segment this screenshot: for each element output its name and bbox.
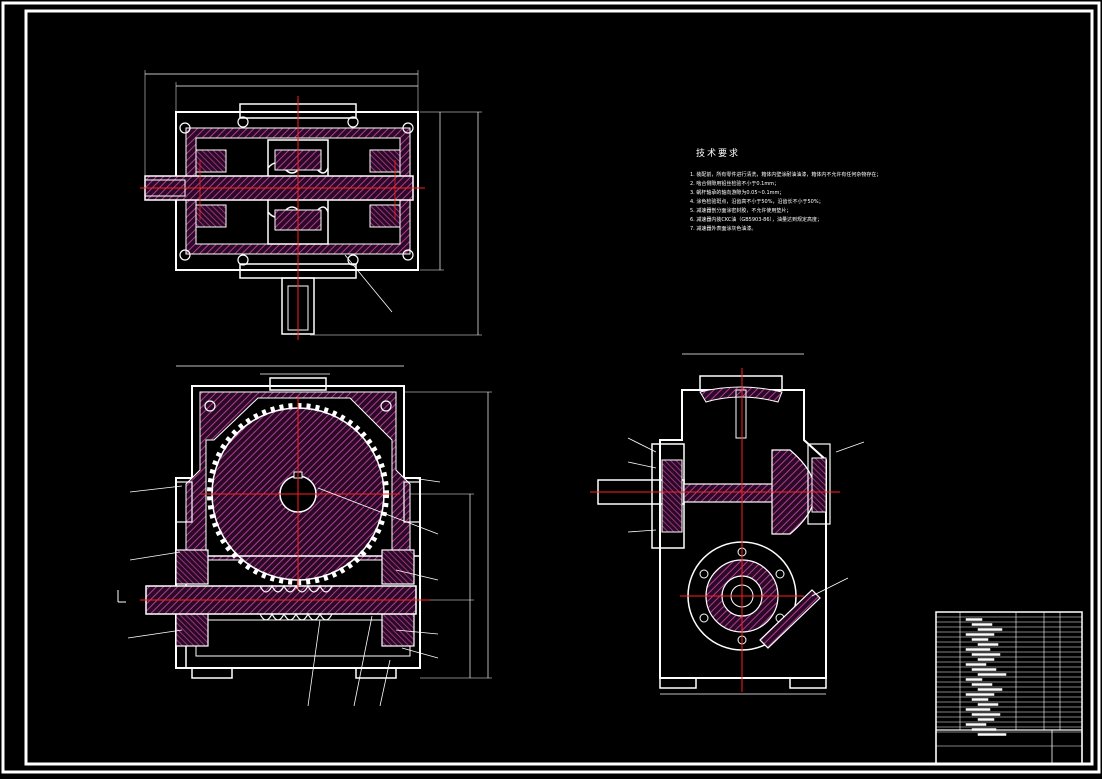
bom-row-text-mark	[971, 653, 1001, 656]
bom-row-text-mark	[971, 638, 989, 641]
tech-req-line-4: 4. 涂色检验斑点，沿齿高不小于50%，沿齿长不小于50%；	[690, 199, 824, 205]
bom-row-text-mark	[977, 658, 995, 661]
bom-row-text-mark	[965, 663, 987, 666]
tech-req-line-1: 1. 装配前，所有零件进行清洗，箱体内壁涂耐油油漆，箱体内不允许有任何杂物存在；	[690, 172, 882, 178]
bom-row-text-mark	[971, 623, 993, 626]
bom-row-text-mark	[977, 733, 1007, 736]
bom-row-text-mark	[965, 723, 987, 726]
tech-req-title: 技术要求	[696, 149, 741, 159]
bom-row-text-mark	[971, 698, 989, 701]
title-block	[935, 611, 1083, 765]
bom-row-text-mark	[971, 668, 997, 671]
bom-row-text-mark	[971, 713, 1001, 716]
bom-row-text-mark	[965, 633, 995, 636]
top-view	[140, 70, 482, 340]
bom-row-text-mark	[977, 643, 999, 646]
bom-row-text-mark	[965, 618, 983, 621]
tech-req-line-5: 5. 减速器剖分面涂密封胶，不允许使用垫片；	[690, 208, 792, 214]
bom-row-text-mark	[965, 678, 983, 681]
technical-requirements: 技术要求 1. 装配前，所有零件进行清洗，箱体内壁涂耐油油漆，箱体内不允许有任何…	[690, 150, 930, 234]
tech-req-line-3: 3. 蜗杆轴承的轴向游隙为0.05~0.1mm；	[690, 190, 785, 196]
side-view	[590, 353, 865, 695]
bom-row-text-mark	[977, 673, 1007, 676]
bom-row-text-mark	[977, 628, 1003, 631]
bom-row-text-mark	[977, 703, 999, 706]
front-view	[117, 365, 492, 707]
tech-req-line-2: 2. 啮合侧隙用铅丝检验不小于0.1mm；	[690, 181, 780, 187]
bom-row-text-mark	[965, 693, 995, 696]
bom-row-text-mark	[965, 648, 991, 651]
bom-row-text-mark	[971, 683, 993, 686]
tech-req-line-6: 6. 减速器内装CKC油（GB5903-86），油量达到规定高度；	[690, 217, 823, 223]
tech-req-line-7: 7. 减速器外表面涂灰色油漆。	[690, 226, 757, 232]
bom-row-text-mark	[977, 688, 1003, 691]
bom-row-text-mark	[965, 708, 991, 711]
bom-row-text-mark	[977, 718, 995, 721]
inner-frame	[24, 9, 1094, 766]
